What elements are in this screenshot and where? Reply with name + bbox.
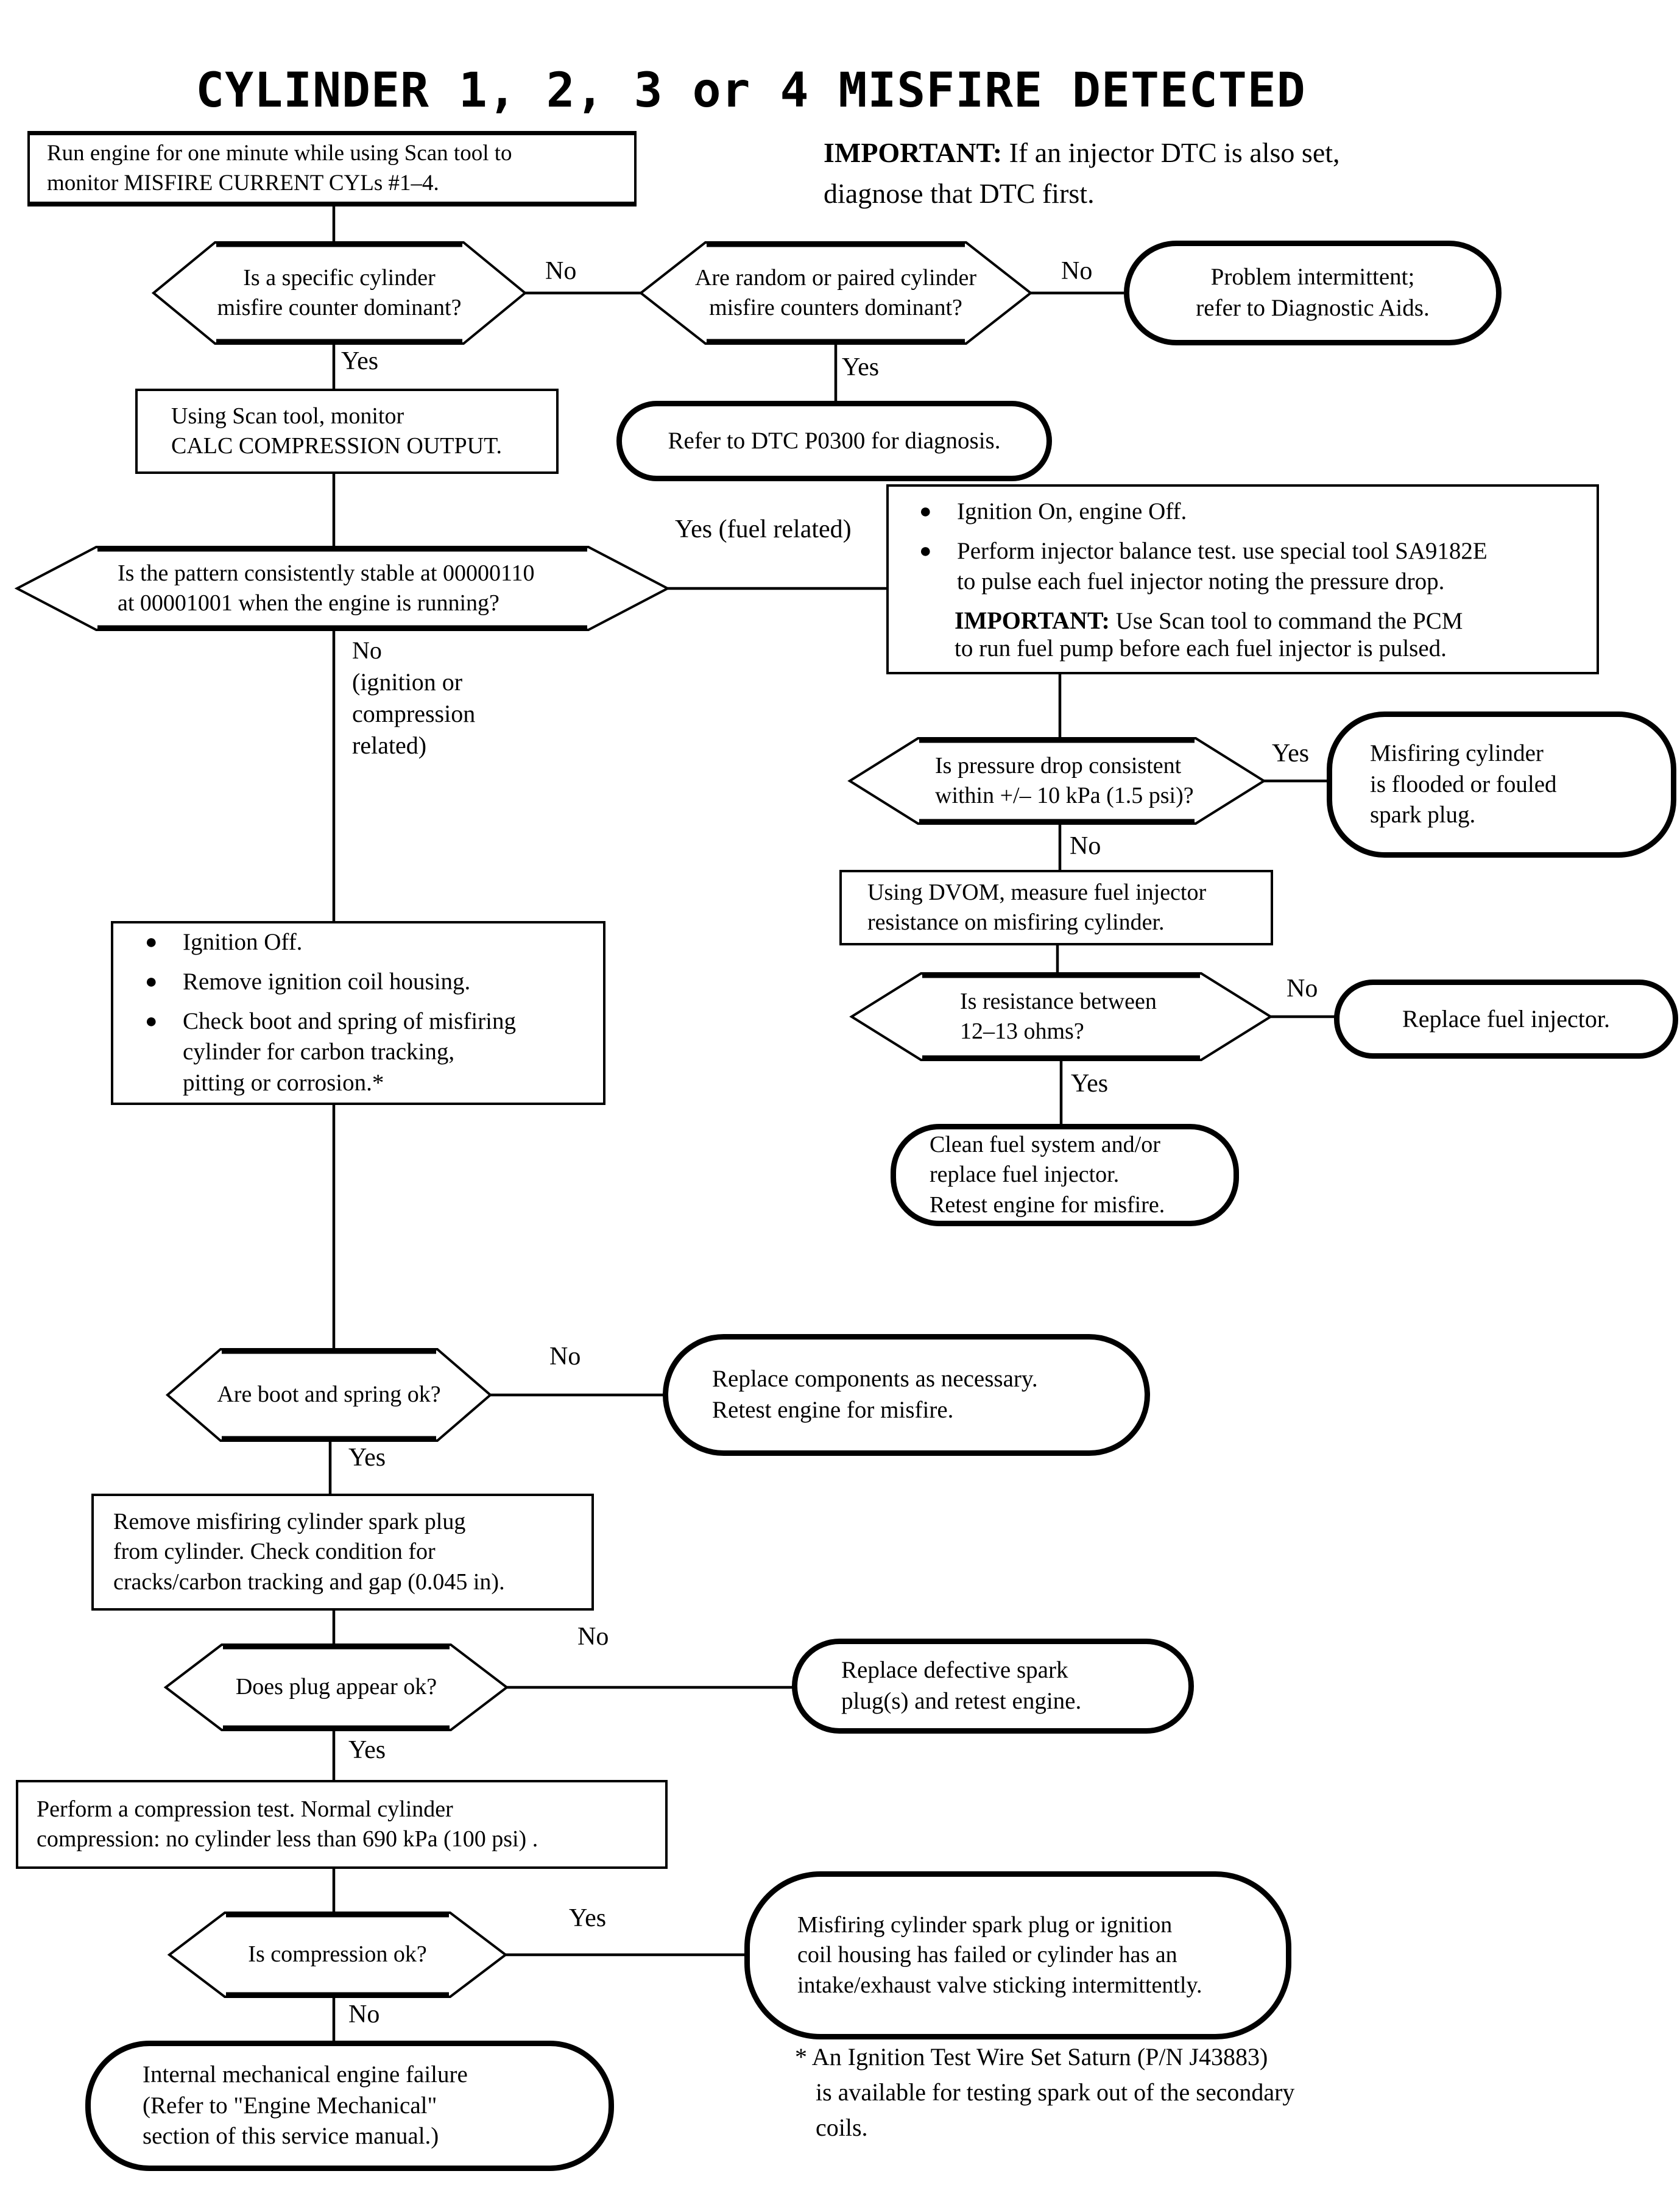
decision-boot-spring: Are boot and spring ok? (168, 1349, 490, 1441)
result-valve-sticking: Misfiring cylinder spark plug or ignitio… (744, 1871, 1291, 2039)
bullet-item: ● Ignition On, engine Off. (917, 496, 1587, 528)
result-internal-failure: Internal mechanical engine failure (Refe… (85, 2041, 614, 2171)
step-compression-test-text: Perform a compression test. Normal cylin… (37, 1796, 538, 1852)
step-calc-compression-text: Using Scan tool, monitor CALC COMPRESSIO… (171, 403, 502, 459)
result-replace-injector: Replace fuel injector. (1334, 980, 1678, 1059)
result-valve-sticking-text: Misfiring cylinder spark plug or ignitio… (797, 1912, 1202, 1998)
decision-plug-ok-text: Does plug appear ok? (235, 1674, 437, 1700)
step-ignition-off: ● Ignition Off. ● Remove ignition coil hou… (111, 921, 605, 1105)
result-refer-p0300: Refer to DTC P0300 for diagnosis. (616, 401, 1052, 481)
branch-label-no: No (348, 2000, 380, 2028)
bullet-item: ● Remove ignition coil housing. (143, 967, 597, 998)
decision-compression-ok-text: Is compression ok? (248, 1941, 427, 1968)
important-note: IMPORTANT: If an injector DTC is also se… (824, 133, 1603, 214)
decision-pressure-drop: Is pressure drop consistent within +/– 1… (850, 738, 1264, 824)
branch-label-no: No (577, 1623, 609, 1651)
decision-hexagon-shape (847, 737, 1266, 825)
result-replace-components: Replace components as necessary. Retest … (663, 1334, 1150, 1456)
branch-label-yes-fuel: Yes (fuel related) (675, 515, 852, 543)
result-clean-fuel-system-text: Clean fuel system and/or replace fuel in… (930, 1131, 1165, 1218)
result-internal-failure-text: Internal mechanical engine failure (Refe… (143, 2061, 468, 2150)
important-subnote: IMPORTANT: Use Scan tool to command the … (955, 606, 1587, 662)
bullet-item: ● Ignition Off. (143, 927, 597, 958)
result-clean-fuel-system: Clean fuel system and/or replace fuel in… (891, 1124, 1239, 1226)
decision-hexagon-shape (163, 1643, 509, 1731)
bullet-item: ● Check boot and spring of misfiring cyli… (143, 1006, 597, 1099)
result-flooded-fouled-text: Misfiring cylinder is flooded or fouled … (1370, 740, 1557, 828)
decision-plug-ok: Does plug appear ok? (166, 1645, 507, 1730)
bullet-text: Perform injector balance test. use speci… (957, 537, 1488, 595)
branch-label-yes: Yes (1272, 740, 1310, 768)
branch-label-yes: Yes (842, 353, 880, 381)
result-problem-intermittent-text: Problem intermittent; refer to Diagnosti… (1196, 264, 1430, 321)
decision-specific-cylinder-text: Is a specific cylinder misfire counter d… (217, 264, 462, 320)
decision-random-paired-text: Are random or paired cylinder misfire co… (694, 264, 977, 320)
branch-label-yes: Yes (348, 1444, 386, 1472)
important-note-heading: IMPORTANT: (824, 137, 1003, 168)
decision-hexagon-shape (638, 241, 1033, 345)
branch-label-yes: Yes (341, 347, 379, 375)
branch-label-no: No (1070, 832, 1101, 860)
branch-label-no: No (1061, 257, 1093, 285)
footnote-ignition-test-wire: * An Ignition Test Wire Set Saturn (P/N … (795, 2043, 1295, 2141)
bullet-text: Remove ignition coil housing. (183, 968, 471, 995)
step-injector-balance: ● Ignition On, engine Off. ● Perform injec… (886, 484, 1599, 674)
step-remove-plug: Remove misfiring cylinder spark plug fro… (91, 1494, 594, 1611)
bullet-icon: ● (145, 970, 158, 993)
step-dvom-measure-text: Using DVOM, measure fuel injector resist… (867, 879, 1207, 935)
decision-pressure-drop-text: Is pressure drop consistent within +/– 1… (935, 752, 1194, 808)
branch-label-yes: Yes (1071, 1070, 1109, 1098)
branch-label-no: No (549, 1343, 581, 1371)
decision-hexagon-shape (849, 972, 1273, 1061)
result-replace-injector-text: Replace fuel injector. (1402, 1005, 1610, 1033)
result-problem-intermittent: Problem intermittent; refer to Diagnosti… (1124, 241, 1502, 345)
decision-compression-ok: Is compression ok? (169, 1913, 506, 1997)
bullet-icon: ● (145, 931, 158, 954)
bullet-text: Ignition On, engine Off. (957, 498, 1187, 524)
bullet-icon: ● (919, 500, 932, 523)
decision-resistance: Is resistance between 12–13 ohms? (852, 973, 1271, 1060)
step-dvom-measure: Using DVOM, measure fuel injector resist… (839, 870, 1273, 945)
decision-hexagon-shape (151, 241, 528, 345)
decision-random-paired: Are random or paired cylinder misfire co… (641, 242, 1031, 344)
decision-pattern-stable-text: Is the pattern consistently stable at 00… (118, 560, 535, 616)
branch-label-no: No (545, 257, 577, 285)
decision-hexagon-shape (165, 1348, 493, 1442)
decision-hexagon-shape (14, 546, 671, 631)
result-replace-components-text: Replace components as necessary. Retest … (712, 1366, 1038, 1423)
branch-label-no-ignition: No (ignition or compression related) (352, 637, 476, 759)
step-remove-plug-text: Remove misfiring cylinder spark plug fro… (113, 1508, 505, 1595)
branch-label-yes: Yes (569, 1904, 607, 1932)
important-note-text: If an injector DTC is also set, diagnose… (824, 137, 1340, 209)
result-flooded-fouled: Misfiring cylinder is flooded or fouled … (1327, 711, 1676, 858)
step-run-engine: Run engine for one minute while using Sc… (27, 131, 637, 207)
decision-specific-cylinder: Is a specific cylinder misfire counter d… (154, 242, 525, 344)
step-run-engine-text: Run engine for one minute while using Sc… (47, 141, 512, 196)
important-subnote-text: Use Scan tool to command the PCM to run … (955, 608, 1463, 662)
decision-resistance-text: Is resistance between 12–13 ohms? (960, 988, 1157, 1044)
decision-hexagon-shape (167, 1912, 508, 1998)
result-replace-defective-plug: Replace defective spark plug(s) and rete… (792, 1639, 1194, 1734)
bullet-text: Ignition Off. (183, 929, 303, 956)
branch-label-no: No (1286, 975, 1318, 1003)
branch-label-yes: Yes (348, 1736, 386, 1764)
result-replace-defective-plug-text: Replace defective spark plug(s) and rete… (841, 1657, 1082, 1714)
step-calc-compression: Using Scan tool, monitor CALC COMPRESSIO… (135, 389, 559, 474)
bullet-icon: ● (145, 1009, 158, 1033)
bullet-icon: ● (919, 539, 932, 562)
result-refer-p0300-text: Refer to DTC P0300 for diagnosis. (668, 427, 1001, 454)
bullet-text: Check boot and spring of misfiring cylin… (183, 1008, 517, 1096)
page-title: CYLINDER 1, 2, 3 or 4 MISFIRE DETECTED (196, 63, 1306, 118)
bullet-item: ● Perform injector balance test. use spec… (917, 536, 1587, 598)
step-compression-test: Perform a compression test. Normal cylin… (16, 1780, 668, 1869)
decision-pattern-stable: Is the pattern consistently stable at 00… (17, 547, 668, 630)
important-subnote-heading: IMPORTANT: (955, 607, 1110, 635)
decision-boot-spring-text: Are boot and spring ok? (217, 1382, 441, 1408)
